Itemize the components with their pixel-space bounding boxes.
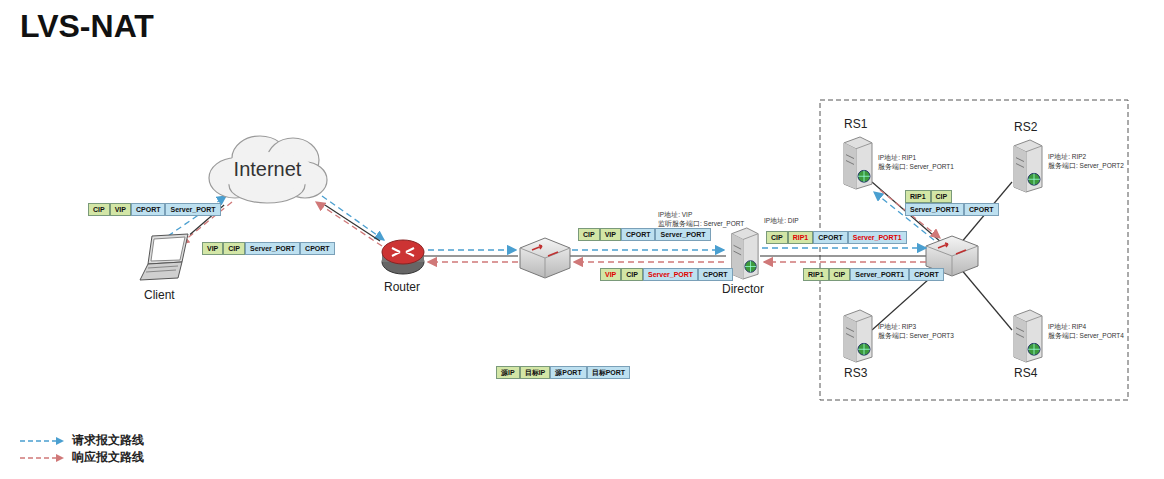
packet-field: RIP1 (788, 231, 814, 244)
node-label: RS3 (844, 366, 867, 380)
packet-field: CPORT (964, 203, 999, 216)
address-note: IP地址: RIP2 (1048, 152, 1086, 161)
client-laptop: Client (138, 232, 190, 282)
packet-header: 源IP目标IP源PORT目标PORT (496, 366, 630, 379)
packet-field: CIP (621, 268, 643, 281)
node-icon (838, 135, 874, 190)
node-icon (380, 236, 426, 276)
packet-field: VIP (600, 228, 621, 241)
legend-text: 响应报文路线 (72, 449, 144, 466)
packet-header: Server_PORT1CPORT (905, 203, 999, 216)
legend-sample (20, 453, 66, 463)
node-label: Router (384, 280, 420, 294)
packet-field: 目标IP (520, 366, 551, 379)
packet-field: Server_PORT1 (850, 268, 909, 281)
packet-header: CIPVIPCPORTServer_PORT (88, 203, 221, 216)
packet-header: RIP1CIP (905, 190, 952, 203)
legend-row: 请求报文路线 (20, 432, 144, 449)
node-icon (1008, 308, 1044, 363)
legend-row: 响应报文路线 (20, 449, 144, 466)
packet-field: Server_PORT1 (905, 203, 964, 216)
real-server: RS4IP地址: RIP4服务端口: Server_PORT4 (1008, 308, 1044, 363)
packet-field: VIP (110, 203, 131, 216)
internet-cloud: Internet (205, 130, 330, 205)
packet-field: RIP1 (905, 190, 931, 203)
node-icon (838, 308, 874, 363)
address-note: 服务端口: Server_PORT1 (878, 162, 954, 171)
packet-field: RIP1 (803, 268, 829, 281)
packet-field: CIP (931, 190, 953, 203)
packet-field: Server_PORT (655, 228, 710, 241)
packet-header: RIP1CIPServer_PORT1CPORT (803, 268, 944, 281)
packet-field: CIP (88, 203, 110, 216)
packet-field: CIP (766, 231, 788, 244)
packet-field: Server_PORT (245, 242, 300, 255)
packet-header: VIPCIPServer_PORTCPORT (202, 242, 335, 255)
legend-sample (20, 436, 66, 446)
real-server: RS3IP地址: RIP3服务端口: Server_PORT3 (838, 308, 874, 363)
node-label: Internet (234, 158, 302, 181)
address-note: 监听服务端口: Server_PORT (658, 219, 744, 228)
packet-field: CPORT (131, 203, 166, 216)
node-label: Client (144, 288, 175, 302)
node-label: RS4 (1014, 366, 1037, 380)
address-note: IP地址: RIP1 (878, 153, 916, 162)
packet-field: CIP (223, 242, 245, 255)
node-label: Director (722, 282, 764, 296)
address-note: IP地址: RIP4 (1048, 322, 1086, 331)
packet-field: 源PORT (550, 366, 586, 379)
packet-field: 源IP (496, 366, 520, 379)
switch-symbol (520, 238, 570, 278)
packet-field: 目标PORT (587, 366, 630, 379)
node-icon (1008, 138, 1044, 193)
packet-header: CIPRIP1CPORTServer_PORT1 (766, 231, 907, 244)
packet-field: CPORT (621, 228, 656, 241)
packet-field: CPORT (698, 268, 733, 281)
packet-field: CPORT (813, 231, 848, 244)
packet-field: CPORT (909, 268, 944, 281)
packet-header: VIPCIPServer_PORTCPORT (600, 268, 733, 281)
address-note: IP地址: RIP3 (878, 322, 916, 331)
packet-field: CIP (578, 228, 600, 241)
node-icon (138, 232, 190, 282)
packet-field: CIP (829, 268, 851, 281)
packet-field: VIP (202, 242, 223, 255)
node-label: RS2 (1014, 120, 1037, 134)
real-server: RS2IP地址: RIP2服务端口: Server_PORT2 (1008, 138, 1044, 193)
diagram-title: LVS-NAT (20, 8, 154, 45)
address-note: IP地址: DIP (764, 216, 799, 225)
address-note: 服务端口: Server_PORT3 (878, 331, 954, 340)
packet-field: Server_PORT (643, 268, 698, 281)
packet-field: VIP (600, 268, 621, 281)
packet-field: CPORT (300, 242, 335, 255)
packet-field: Server_PORT (165, 203, 220, 216)
network-link (325, 205, 380, 241)
address-note: IP地址: VIP (658, 210, 692, 219)
node-label: RS1 (844, 117, 867, 131)
address-note: 服务端口: Server_PORT4 (1048, 331, 1124, 340)
packet-field: Server_PORT1 (848, 231, 907, 244)
address-note: 服务端口: Server_PORT2 (1048, 161, 1124, 170)
real-server: RS1IP地址: RIP1服务端口: Server_PORT1 (838, 135, 874, 190)
packet-header: CIPVIPCPORTServer_PORT (578, 228, 711, 241)
router-icon: Router (380, 236, 426, 276)
legend-text: 请求报文路线 (72, 432, 144, 449)
